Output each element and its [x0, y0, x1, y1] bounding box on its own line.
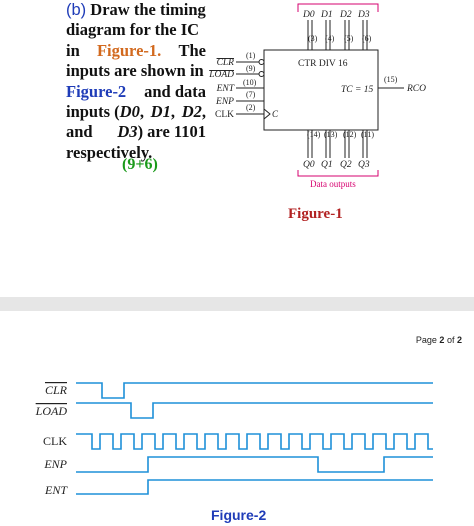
figure1-caption: Figure-1	[288, 206, 343, 222]
signal-label-load: LOAD	[35, 404, 68, 418]
ic-chip-body	[263, 49, 379, 131]
output-label: Q3	[358, 160, 370, 170]
input-label-clk: CLK	[215, 110, 234, 120]
data-input-label: D3	[357, 10, 370, 20]
pin-number: (1)	[246, 51, 256, 60]
output-label: Q2	[340, 160, 352, 170]
input-label-load: LOAD	[208, 70, 234, 80]
pin-number: (9)	[246, 64, 256, 73]
input-label-enp: ENP	[215, 97, 234, 107]
output-labels: Q0 Q1 Q2 Q3	[303, 160, 370, 170]
data-input-pins	[307, 20, 368, 50]
figure1-reference: Figure-1.	[96, 40, 162, 60]
signal-label-clk: CLK	[43, 434, 67, 448]
data-input-label: D0	[302, 10, 315, 20]
question-word-the: The	[178, 40, 206, 60]
output-pin-numbers: (14) (13) (12) (11)	[307, 130, 374, 139]
data-input-d2-text: D2	[181, 102, 202, 122]
waveform-enp	[76, 456, 433, 473]
left-pin-numbers: (1) (9) (10) (7) (2)	[243, 51, 257, 112]
left-input-pins	[236, 59, 271, 120]
question-line-5: and data	[144, 81, 206, 101]
marks-label: (9+6)	[122, 156, 158, 173]
question-word-in: in	[66, 40, 80, 60]
page-separator	[0, 297, 474, 311]
figure1-ic-diagram: CTR DIV 16 TC = 15 D0 D1 D2 D3 (3) (4) (…	[208, 3, 426, 189]
chip-label: CTR DIV 16	[298, 59, 348, 69]
data-input-label: D1	[320, 10, 333, 20]
rco-label: RCO	[406, 84, 426, 94]
signal-label-enp: ENP	[43, 457, 67, 471]
pin-number: (7)	[246, 90, 256, 99]
output-label: Q0	[303, 160, 315, 170]
tc-label: TC = 15	[341, 85, 374, 95]
input-label-ent: ENT	[216, 84, 235, 94]
pin-number: (2)	[246, 103, 256, 112]
question-line-7: ) are 1101	[137, 122, 206, 142]
data-input-d3-text: D3	[117, 122, 138, 142]
question-line-1: Draw the timing	[90, 0, 206, 19]
output-pins	[307, 130, 368, 158]
waveform-load	[76, 402, 433, 419]
question-text: (b) Draw the timing diagram for the IC i…	[66, 0, 206, 162]
part-label: (b)	[66, 1, 87, 19]
data-input-pin-numbers: (3) (4) (5) (6)	[308, 34, 372, 43]
pin-number: (5)	[344, 34, 354, 43]
left-input-labels: CLR LOAD ENT ENP CLK	[208, 58, 235, 120]
question-line-2: diagram for the IC	[66, 20, 200, 40]
clock-symbol-label: C	[272, 109, 279, 119]
question-line-4: inputs are shown in	[66, 61, 204, 81]
signal-labels: CLR LOAD CLK ENP ENT	[35, 383, 69, 497]
waveform-ent	[76, 479, 433, 495]
current-page: 2	[439, 335, 445, 345]
pin-number: (4)	[325, 34, 335, 43]
document-page-2	[0, 311, 474, 526]
data-outputs-bracket	[297, 170, 379, 177]
total-pages: 2	[456, 335, 462, 345]
figure2-timing-diagram: CLR LOAD CLK ENP ENT	[35, 382, 433, 497]
data-input-d0-text: D0	[119, 102, 140, 122]
pin-number: (10)	[243, 78, 257, 87]
pin-number: (11)	[361, 130, 374, 139]
pin-number: (13)	[324, 130, 338, 139]
data-input-label: D2	[339, 10, 352, 20]
waveform-clk	[76, 433, 433, 450]
pin-number: (6)	[362, 34, 372, 43]
signal-label-ent: ENT	[44, 483, 68, 497]
pin-number: (3)	[308, 34, 318, 43]
pin-number: (14)	[307, 130, 321, 139]
document-page-1	[0, 0, 474, 297]
input-label-clr: CLR	[217, 58, 235, 68]
data-input-labels: D0 D1 D2 D3	[302, 10, 370, 20]
figure2-caption: Figure-2	[211, 507, 267, 523]
question-word-and: and	[66, 122, 93, 142]
waveform-clr	[76, 382, 433, 399]
figure2-reference: Figure-2	[66, 81, 127, 101]
data-inputs-bracket	[297, 3, 379, 12]
page-number: Page 2 of 2	[415, 335, 462, 345]
rco-pin-number: (15)	[384, 75, 398, 84]
question-line-6: inputs (	[66, 102, 120, 122]
data-outputs-label: Data outputs	[310, 179, 356, 189]
question-line-8: respectively.	[66, 142, 153, 162]
signal-label-clr: CLR	[45, 383, 68, 397]
data-input-d1-text: D1	[150, 102, 171, 122]
pin-number: (12)	[343, 130, 357, 139]
output-label: Q1	[321, 160, 333, 170]
